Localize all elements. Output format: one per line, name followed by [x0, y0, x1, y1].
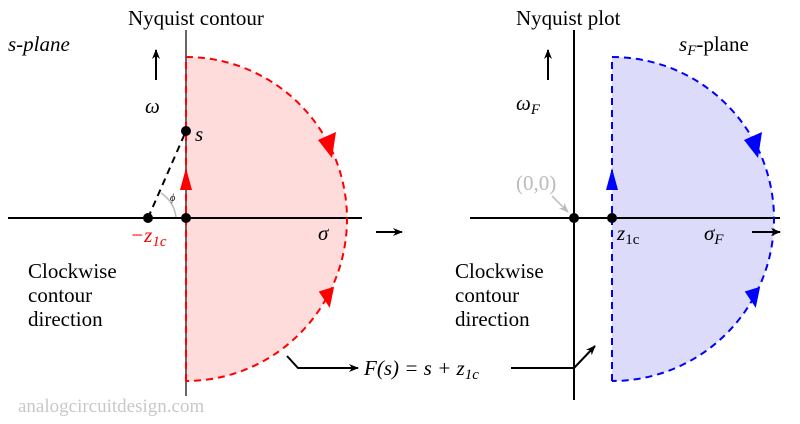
mapping-connector: F(s) = s + z1c	[286, 345, 596, 383]
right-title: Nyquist plot	[516, 6, 621, 30]
point-z	[607, 213, 617, 223]
point-z-label: z1c	[616, 221, 640, 248]
contour-arrow-up	[180, 168, 192, 190]
mapping-arrow-out	[573, 345, 596, 369]
origin-pointer	[551, 195, 569, 213]
omega-f-label: ωF	[516, 91, 541, 118]
plot-arrow-up	[606, 168, 618, 190]
vector-line	[147, 130, 187, 219]
mapping-arrow-in	[286, 355, 359, 372]
point-origin	[181, 213, 191, 223]
right-nyquist-plot: (0,0) z1c Nyquist plot sF-plane ωF σF Cl…	[455, 6, 781, 400]
sigma-label: σ	[318, 221, 330, 245]
s-plane-label: s-plane	[8, 32, 70, 56]
point-zero-label: −z1c	[130, 223, 167, 250]
angle-label: ϕ	[170, 193, 175, 204]
mapping-formula: F(s) = s + z1c	[363, 356, 479, 383]
watermark: analogcircuitdesign.com	[18, 396, 204, 417]
point-s	[181, 126, 191, 136]
contour-arrow-arc2	[318, 286, 335, 308]
point-zero	[143, 213, 153, 223]
point-s-label: s	[195, 122, 203, 146]
angle-arc	[160, 192, 177, 218]
plot-arrow-arc1	[744, 132, 762, 158]
sf-plane-label: sF-plane	[679, 32, 749, 59]
left-title: Nyquist contour	[128, 6, 264, 30]
left-nyquist-contour: ϕ s −z1c Nyquist contour s-plane ω σ Clo…	[8, 6, 403, 396]
sigma-f-label: σF	[704, 221, 724, 248]
omega-label: ω	[145, 94, 160, 118]
plot-arrow-arc2	[744, 286, 761, 308]
origin-label: (0,0)	[516, 171, 556, 195]
point-origin-f	[569, 213, 579, 223]
contour-arrow-arc1	[318, 132, 336, 158]
